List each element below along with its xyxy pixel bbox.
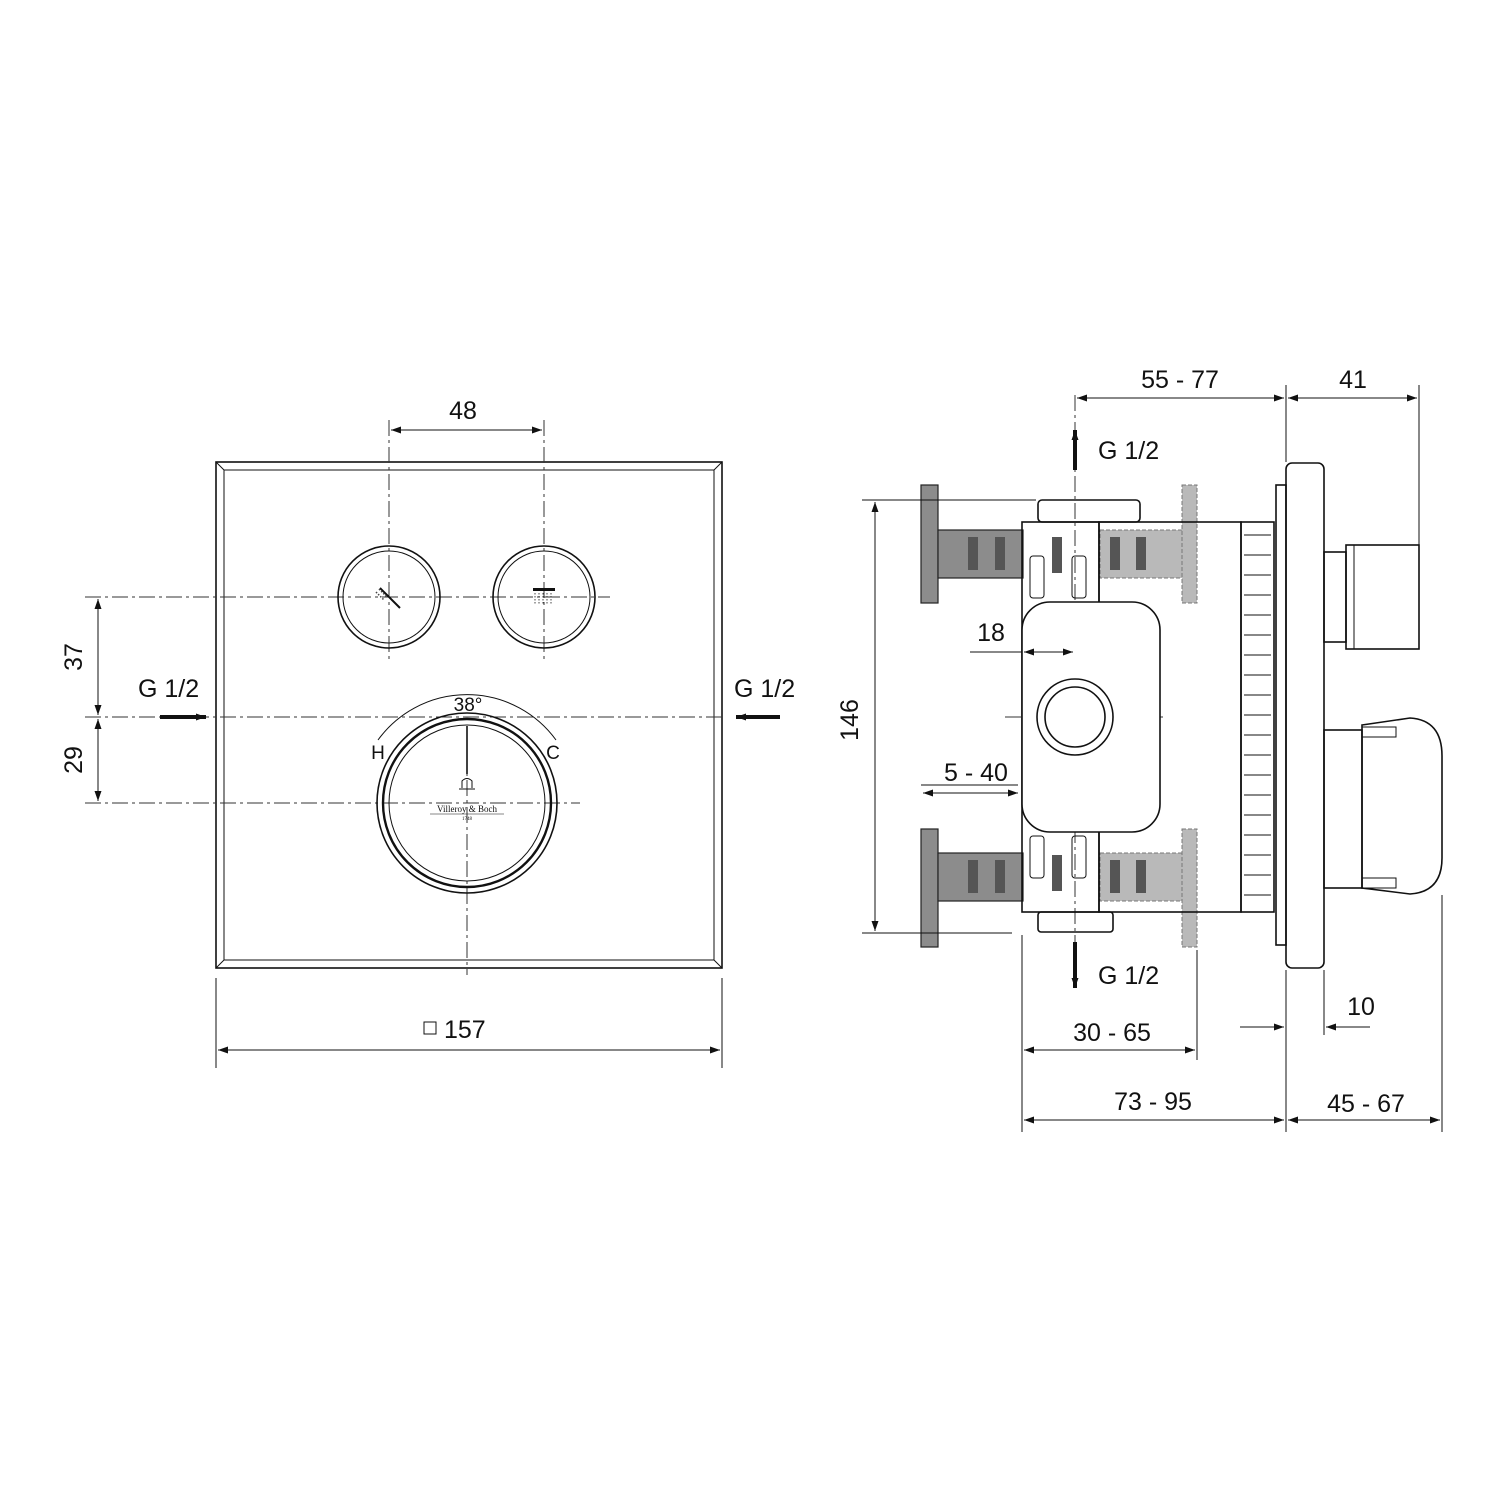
cover-plate-side	[1275, 484, 1287, 946]
outlet-bottom-label: G 1/2	[1098, 962, 1159, 990]
thread-section	[1240, 521, 1275, 913]
central-port	[1036, 678, 1114, 756]
brand-logo-icon	[459, 778, 475, 790]
cover-plate-inner	[223, 469, 715, 961]
dim-top-range: 55 - 77	[1141, 366, 1219, 394]
dim-lower-offset: 29	[60, 746, 88, 774]
overhead-shower-icon	[533, 588, 555, 604]
dim-bottom-inner: 30 - 65	[1073, 1019, 1151, 1047]
dim-range-small: 5 - 40	[944, 759, 1008, 787]
cover-plate-outer	[215, 461, 723, 969]
mounting-plate	[1021, 601, 1161, 833]
hand-shower-icon	[375, 587, 401, 609]
inlet-left-label: G 1/2	[138, 675, 199, 703]
dim-button-spacing: 48	[449, 397, 477, 425]
button-side-profile	[1323, 544, 1420, 650]
dim-top-right: 41	[1339, 366, 1367, 394]
angle-arc	[377, 694, 557, 741]
outlet-top-label: G 1/2	[1098, 437, 1159, 465]
dim-height: 146	[836, 699, 864, 741]
upper-pipe-connection	[920, 484, 1198, 604]
dim-upper-offset: 37	[60, 643, 88, 671]
brand-name: Villeroy & Boch	[437, 804, 497, 814]
brand-year: 1748	[462, 817, 473, 822]
dim-width: 157	[444, 1016, 486, 1044]
thermostat-knob[interactable]: Villeroy & Boch 1748	[376, 712, 558, 894]
inlet-right-label: G 1/2	[734, 675, 795, 703]
square-symbol-icon	[423, 1021, 437, 1035]
side-view: G 1/2 G 1/2 55 - 77 41 146 18 5 - 40 30 …	[836, 366, 1443, 1132]
lower-pipe-connection	[920, 828, 1198, 948]
dim-cover: 10	[1347, 993, 1375, 1021]
angle-label: 38°	[454, 695, 483, 716]
dim-bottom-total: 73 - 95	[1114, 1088, 1192, 1116]
front-view: Villeroy & Boch 1748 38° H C G 1/2 G 1/2…	[60, 397, 795, 1068]
hand-shower-button[interactable]	[337, 545, 441, 649]
valve-body	[1021, 499, 1242, 933]
dim-bottom-right: 45 - 67	[1327, 1090, 1405, 1118]
hot-label: H	[371, 743, 385, 764]
cold-label: C	[546, 743, 560, 764]
overhead-shower-button[interactable]	[492, 545, 596, 649]
thermostat-knob-side	[1323, 717, 1443, 895]
dim-offset: 18	[977, 619, 1005, 647]
